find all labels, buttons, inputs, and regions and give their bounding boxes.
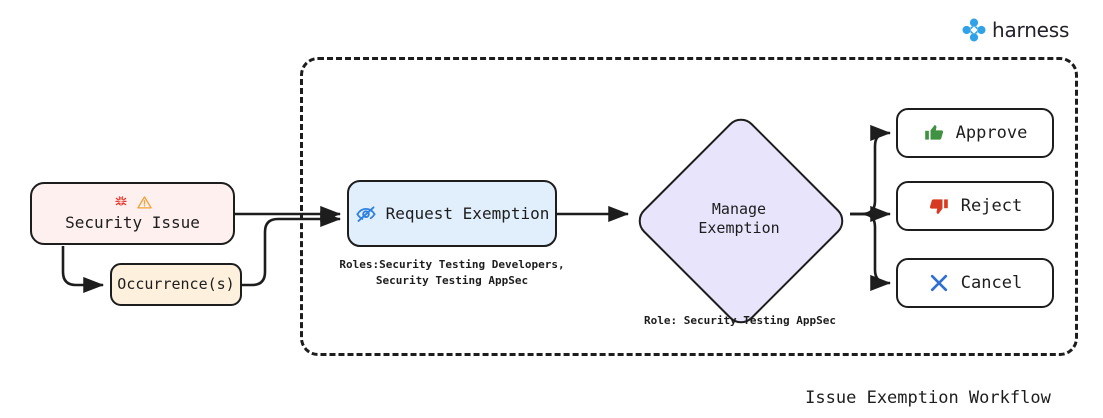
thumbs-down-icon: [928, 195, 950, 217]
node-request-exemption[interactable]: Request Exemption: [347, 180, 557, 247]
security-issue-icons: [113, 194, 153, 211]
manage-exemption-role-caption: Role: Security Testing AppSec: [643, 314, 837, 327]
node-request-exemption-label: Request Exemption: [385, 203, 550, 223]
harness-brand: harness: [962, 18, 1069, 42]
node-reject-label: Reject: [960, 195, 1023, 216]
harness-logo-icon: [962, 18, 986, 42]
node-security-issue-label: Security Issue: [65, 212, 200, 232]
node-cancel[interactable]: Cancel: [896, 258, 1054, 308]
roles-caption-line-1: Roles:Security Testing Developers,: [339, 258, 565, 271]
warning-triangle-icon: [136, 196, 152, 209]
thumbs-up-icon: [923, 122, 945, 144]
manage-label-line-1: Manage: [711, 199, 767, 218]
node-occurrences-label: Occurrence(s): [117, 275, 235, 294]
node-reject[interactable]: Reject: [896, 181, 1054, 231]
node-security-issue[interactable]: Security Issue: [30, 182, 235, 245]
exemption-workflow-group: [300, 57, 1078, 356]
bug-icon: [114, 196, 127, 206]
node-manage-exemption[interactable]: Manage Exemption: [632, 112, 850, 330]
x-mark-icon: [928, 272, 950, 294]
manage-label-line-2: Exemption: [698, 219, 780, 237]
roles-caption-line-2: Security Testing AppSec: [375, 273, 529, 287]
node-approve[interactable]: Approve: [896, 108, 1054, 158]
node-occurrences[interactable]: Occurrence(s): [110, 263, 242, 306]
node-approve-label: Approve: [955, 122, 1028, 143]
node-manage-exemption-label: Manage Exemption: [698, 200, 779, 239]
node-cancel-label: Cancel: [960, 272, 1023, 293]
request-exemption-roles-caption: Roles:Security Testing Developers, Secur…: [337, 257, 567, 289]
harness-wordmark: harness: [992, 18, 1070, 42]
eye-off-icon: [355, 203, 377, 225]
workflow-title: Issue Exemption Workflow: [805, 388, 1051, 408]
